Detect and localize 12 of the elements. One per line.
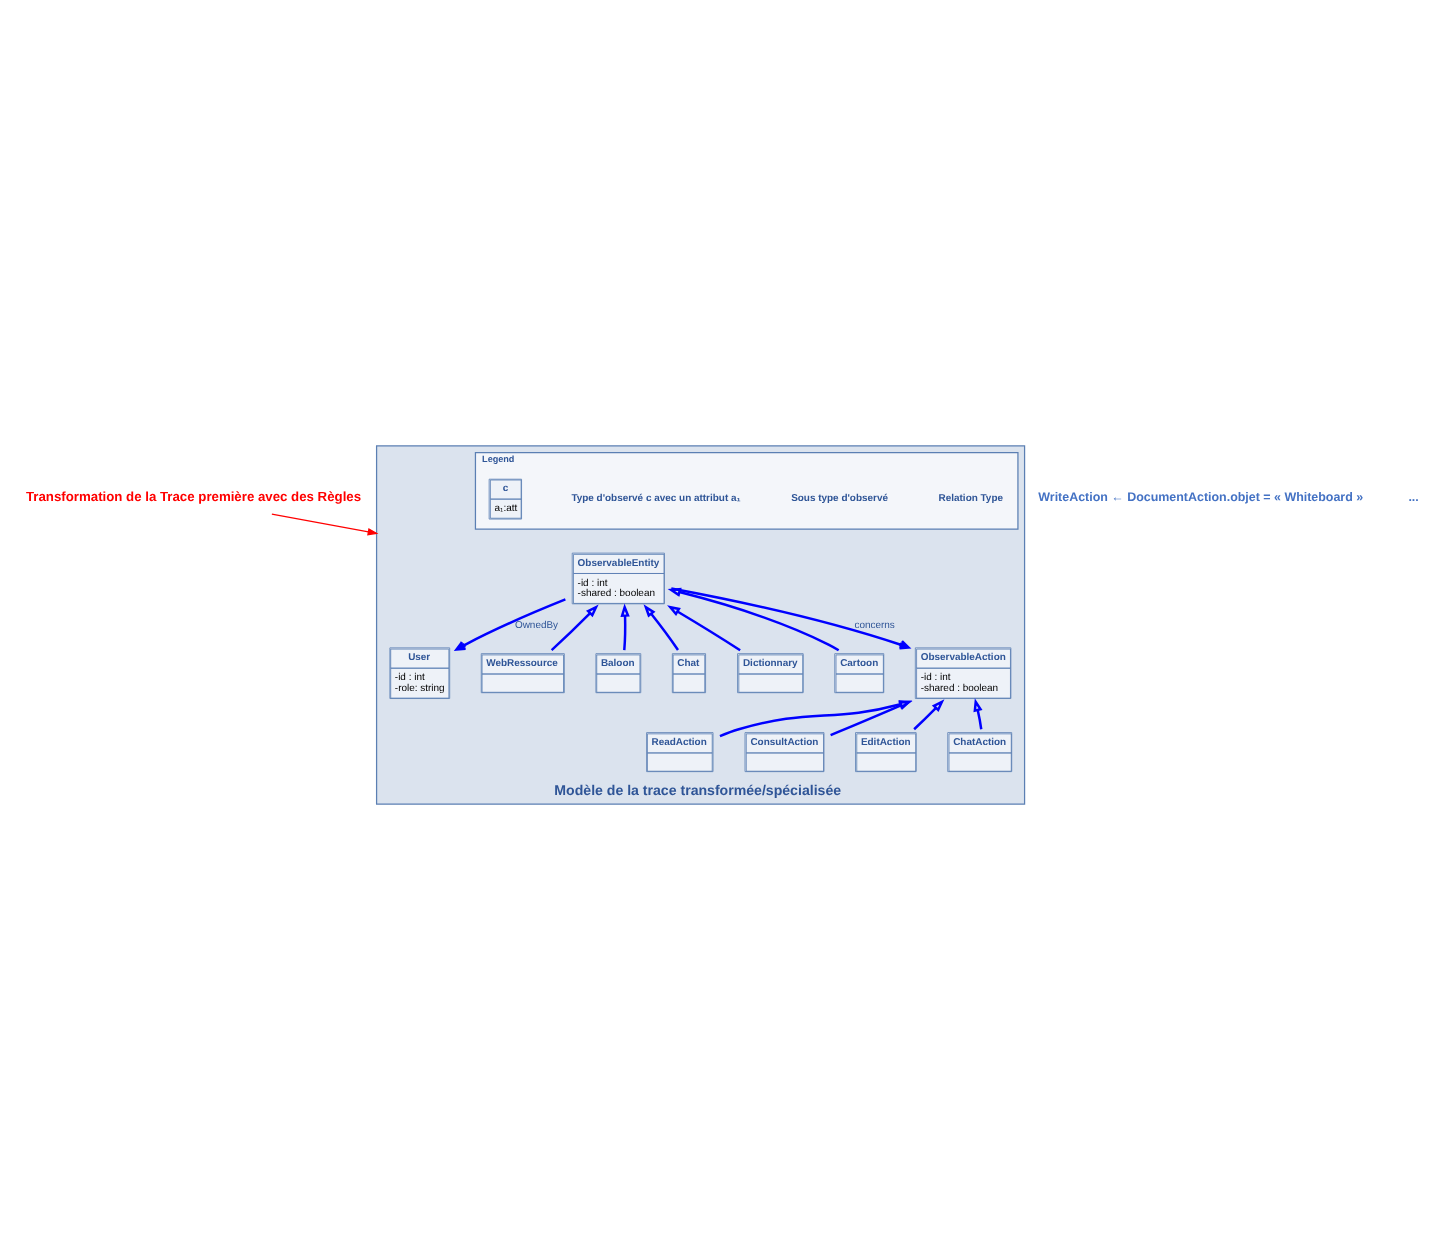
arrow [671,586,910,649]
arrow [667,604,741,651]
arrow [271,512,379,535]
arrow [913,698,945,730]
arrow [719,699,913,737]
arrow [550,603,599,650]
arrow [620,602,630,650]
arrow [667,586,840,651]
arrow [455,597,566,650]
arrow [643,603,679,650]
arrow [973,697,983,729]
arrow [830,699,913,736]
